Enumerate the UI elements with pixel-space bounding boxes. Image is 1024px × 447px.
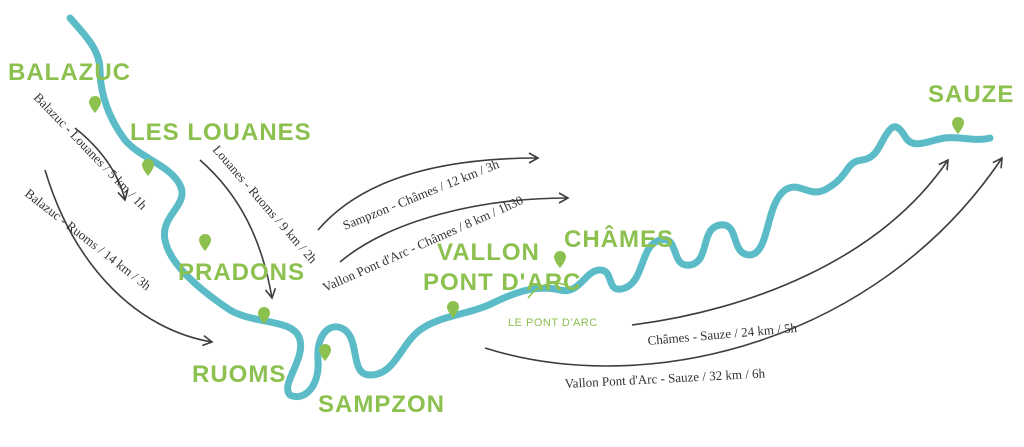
place-sauze: SAUZE — [928, 81, 1014, 108]
map-pin-icon — [142, 159, 154, 176]
place-vallon-line1: VALLON — [437, 239, 540, 266]
arrow-icon — [74, 127, 129, 202]
arrow-icon — [631, 158, 949, 326]
map-pin-icon — [89, 96, 101, 113]
arrow-icon — [484, 156, 1003, 367]
map-pin-icon — [199, 234, 211, 251]
map-pin-icon — [258, 307, 270, 324]
route-chames-sauze: Châmes - Sauze / 24 km / 5h — [647, 320, 798, 348]
place-les-louanes: LES LOUANES — [130, 119, 312, 146]
river — [66, 14, 994, 400]
map-pin-icon — [554, 251, 566, 268]
place-balazuc: BALAZUC — [8, 59, 131, 86]
place-pradons: PRADONS — [178, 259, 305, 286]
pont-darc-arch — [527, 282, 573, 299]
arrow-icon — [44, 169, 214, 347]
arrow-icon — [317, 152, 540, 231]
route-vallon-sauze: Vallon Pont d'Arc - Sauze / 32 km / 6h — [564, 365, 766, 391]
route-louanes-ruoms: Louanes - Ruoms / 9 km / 2h — [210, 142, 321, 266]
place-le-pont-darc: LE PONT D'ARC — [508, 317, 598, 329]
arrow-icon — [199, 159, 277, 300]
place-chames: CHÂMES — [564, 225, 674, 253]
place-sampzon: SAMPZON — [318, 391, 445, 418]
place-vallon-line2: PONT D'ARC — [423, 269, 581, 296]
map-pin-icon — [447, 301, 459, 318]
map-pin-icon — [319, 344, 331, 361]
map-pin-icon — [952, 117, 964, 134]
arrow-icon — [339, 192, 570, 263]
place-ruoms: RUOMS — [192, 361, 286, 388]
